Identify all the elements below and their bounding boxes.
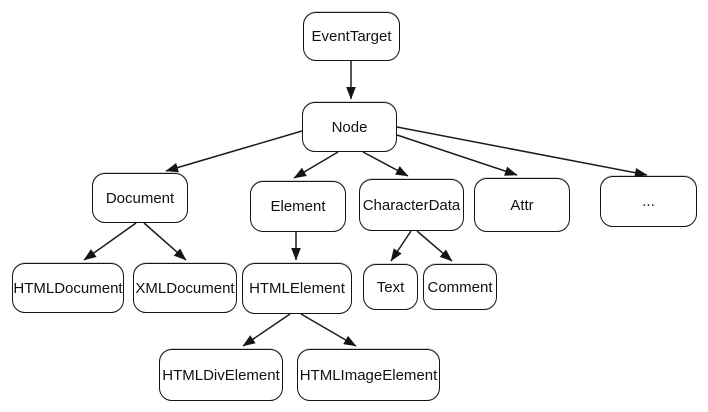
diagram-node-htmldocument: HTMLDocument (12, 263, 124, 313)
edge-node-ellipsis (396, 126, 648, 178)
diagram-node-eventtarget: EventTarget (303, 12, 400, 61)
edge-node-characterdata (362, 151, 409, 177)
diagram-node-ellipsis: ... (600, 176, 697, 227)
edge-htmlelement-htmlimageelement (300, 313, 357, 347)
diagram-node-htmldivelement: HTMLDivElement (159, 349, 283, 401)
diagram-node-text: Text (363, 264, 418, 310)
diagram-node-attr: Attr (474, 178, 570, 232)
edge-document-xmldocument (143, 222, 187, 261)
edge-characterdata-comment (416, 230, 453, 262)
diagram-node-comment: Comment (423, 264, 497, 310)
diagram-node-document: Document (92, 173, 188, 223)
edge-node-document (165, 130, 303, 173)
edge-characterdata-text (390, 230, 412, 262)
diagram-node-htmlimageelement: HTMLImageElement (297, 349, 440, 401)
diagram-node-node: Node (302, 102, 397, 152)
diagram-node-htmlelement: HTMLElement (242, 263, 352, 314)
diagram-node-characterdata: CharacterData (359, 179, 464, 231)
diagram-node-xmldocument: XMLDocument (133, 263, 237, 313)
edge-document-htmldocument (83, 222, 137, 261)
edge-node-element (293, 151, 339, 179)
diagram-node-element: Element (250, 181, 346, 232)
edge-htmlelement-htmldivelement (242, 313, 291, 347)
edge-node-attr (396, 134, 518, 176)
